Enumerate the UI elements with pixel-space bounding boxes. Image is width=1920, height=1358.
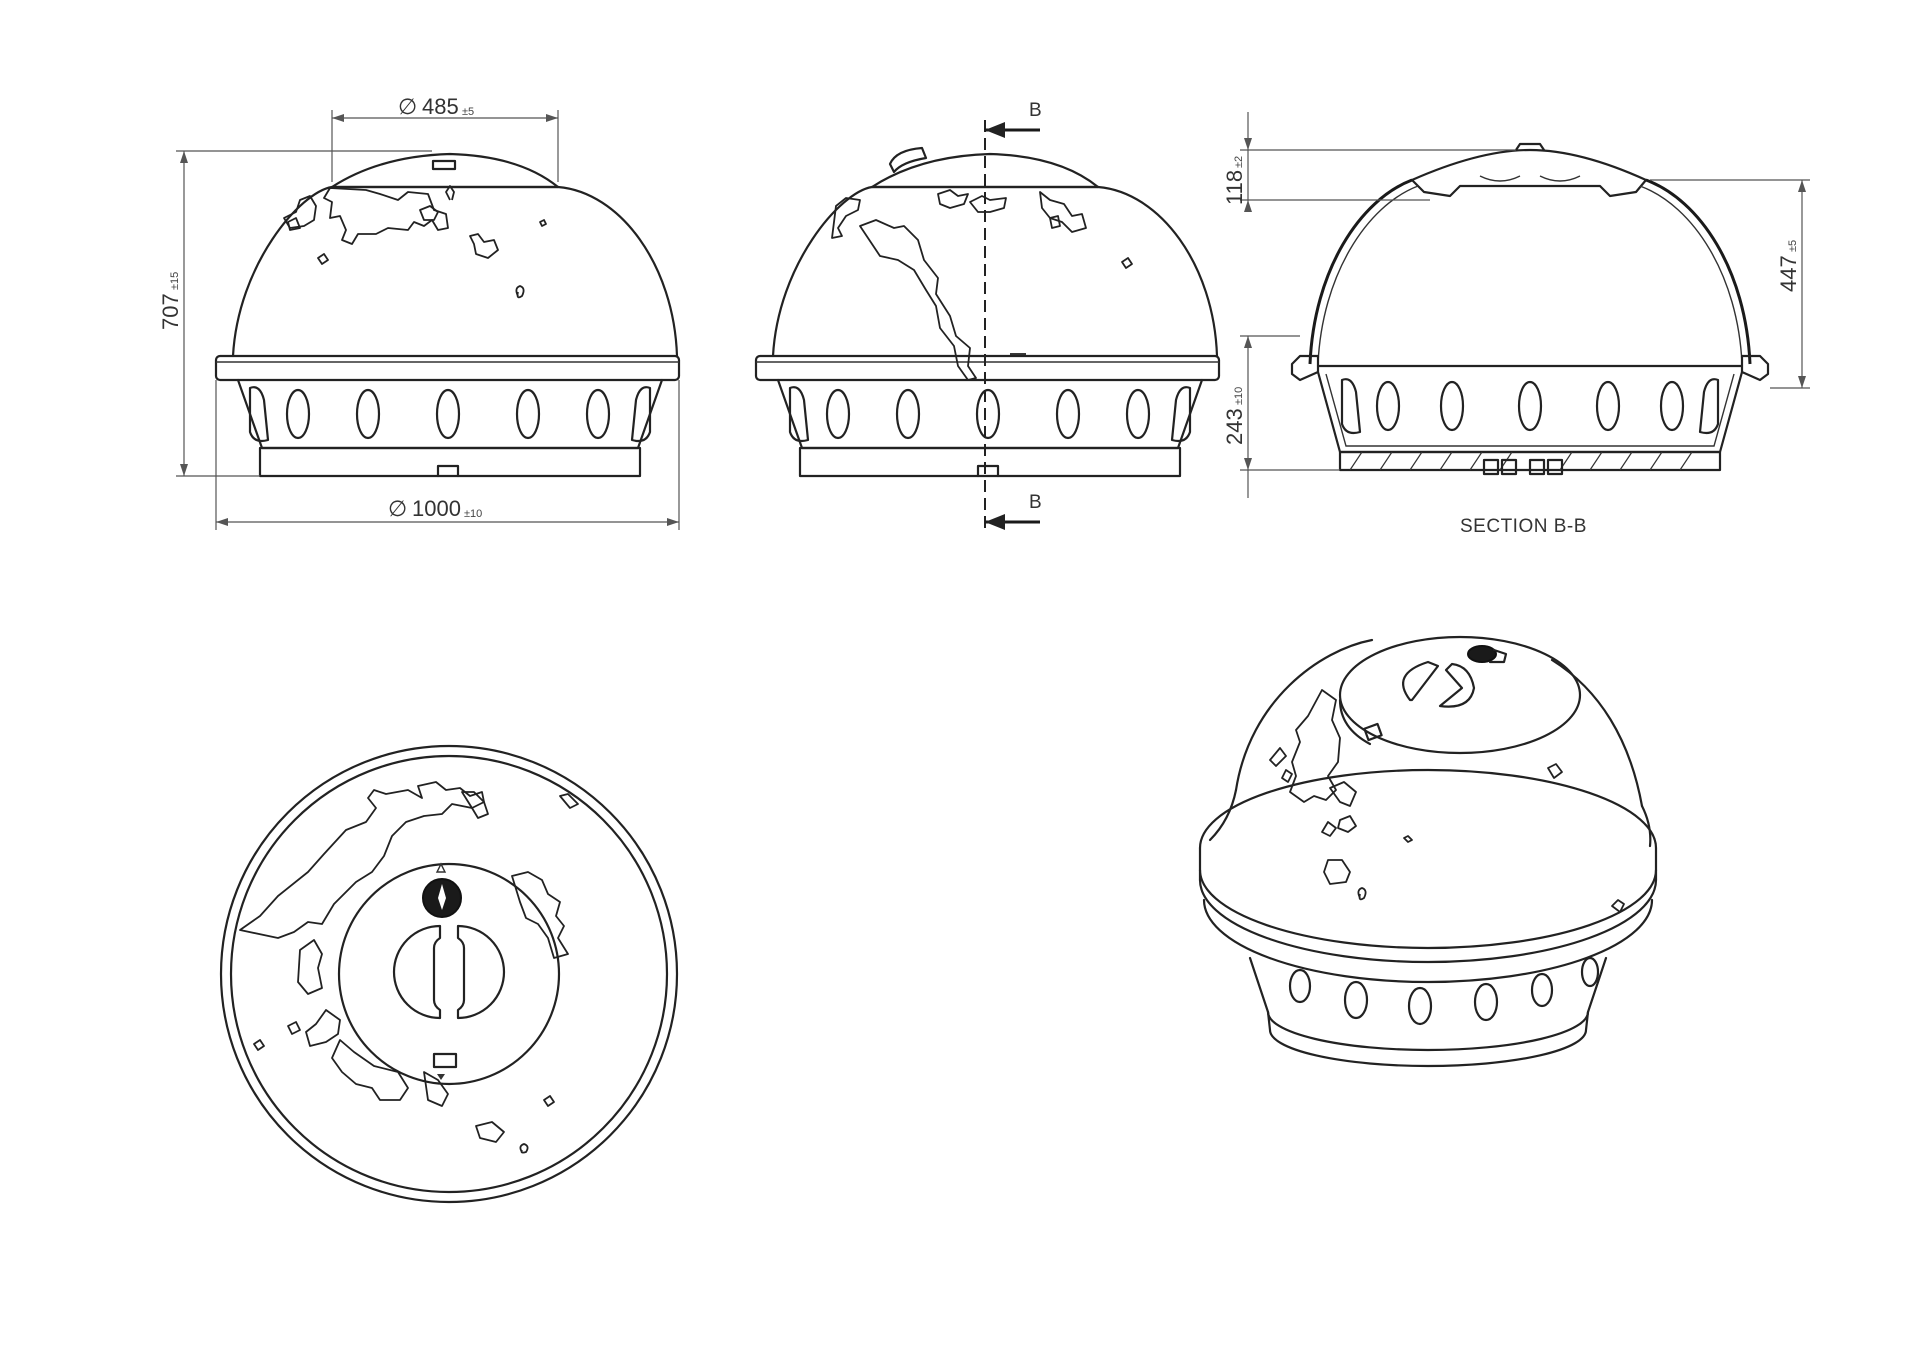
- dim-base-diameter-value: 1000: [412, 496, 461, 521]
- dim-dome-height-tolerance: ±5: [1787, 240, 1799, 252]
- section-view: [1290, 142, 1770, 476]
- dim-lid-height-tolerance: ±2: [1233, 156, 1245, 168]
- section-marker-top: B: [1029, 100, 1042, 121]
- front-view: [214, 152, 681, 478]
- dim-lid-height-value: 118: [1222, 170, 1247, 205]
- top-view: [219, 744, 679, 1204]
- dim-total-height-tolerance: ±15: [169, 272, 181, 290]
- section-view-dimensions: 118 ±2 243 ±10 447 ±5 SECTION B-B: [1222, 112, 1810, 537]
- dim-top-diameter-value: 485: [422, 94, 459, 119]
- dim-base-height-value: 243: [1222, 408, 1247, 445]
- diameter-symbol-base: ∅: [388, 497, 407, 522]
- front-view-dimensions: ∅ 485 ±5 707 ±15 ∅ 1000 ±10: [158, 94, 680, 530]
- diameter-symbol-top: ∅: [398, 95, 417, 120]
- dim-total-height-value: 707: [158, 293, 183, 330]
- dim-base-diameter-tolerance: ±10: [464, 508, 482, 520]
- section-title: SECTION B-B: [1460, 516, 1587, 537]
- dim-base-height-tolerance: ±10: [1233, 387, 1245, 405]
- dim-dome-height-value: 447: [1776, 255, 1801, 292]
- side-view: B B: [754, 100, 1221, 530]
- isometric-view: [1198, 635, 1658, 1068]
- dim-top-diameter-tolerance: ±5: [462, 106, 474, 118]
- section-marker-bottom: B: [1029, 492, 1042, 513]
